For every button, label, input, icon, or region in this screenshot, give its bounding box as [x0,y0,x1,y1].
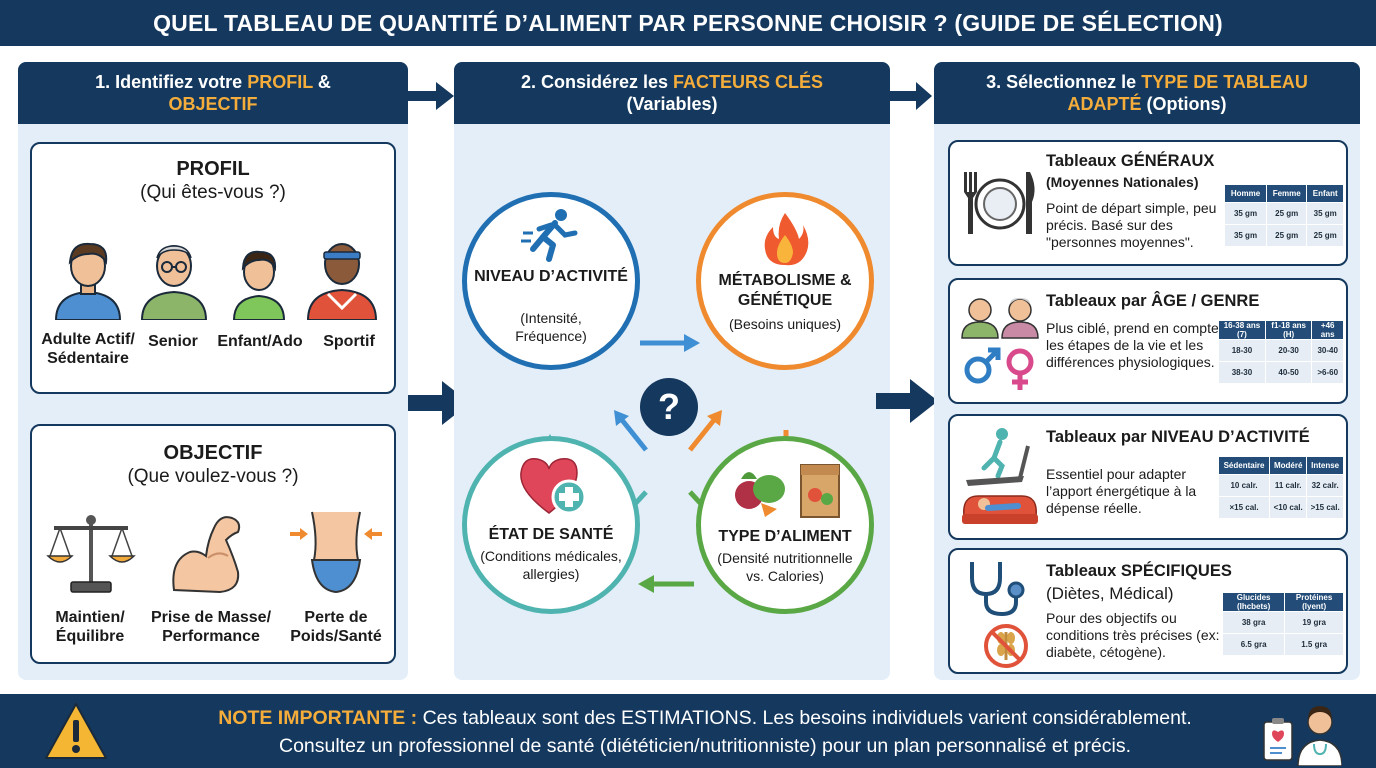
header-arrow-1-icon [408,82,454,110]
flexed-arm-icon [172,516,241,594]
column-3-header: 3. Sélectionnez le TYPE DE TABLEAU ADAPT… [934,62,1360,124]
stethoscope-no-gluten-icon [970,562,1028,668]
factor-metabolism: MÉTABOLISME & GÉNÉTIQUE (Besoins uniques… [696,192,874,370]
column-key-factors: 2. Considérez les FACTEURS CLÉS (Variabl… [454,62,890,680]
profile-subtitle: (Qui êtes-vous ?) [140,182,286,203]
objective-label-gain: Prise de Masse/ Performance [150,609,272,645]
warning-icon [45,703,107,759]
plate-cutlery-icon [964,172,1035,234]
column-table-types: 3. Sélectionnez le TYPE DE TABLEAU ADAPT… [934,62,1360,680]
important-note-bar: NOTE IMPORTANTE : Ces tableaux sont des … [0,694,1376,768]
option-2-title: Tableaux par ÂGE / GENRE [1046,292,1260,310]
option-4-sample-table: Glucides (Ihcbets)Protéines (lyent) 38 g… [1221,592,1344,656]
option-general-tables: Tableaux GÉNÉRAUX (Moyennes Nationales) … [948,140,1348,266]
profile-label-athlete: Sportif [323,333,375,350]
slim-waist-icon [290,511,382,594]
factor-metabolism-subtitle: (Besoins uniques) [728,316,842,332]
note-line-1: NOTE IMPORTANTE : Ces tableaux sont des … [218,707,1192,729]
option-4-title: Tableaux SPÉCIFIQUES [1046,562,1232,580]
profile-title: PROFIL [176,158,250,180]
option-3-title: Tableaux par NIVEAU D’ACTIVITÉ [1046,428,1310,446]
factor-food-type-title: TYPE D’ALIMENT [718,528,852,545]
treadmill-sofa-icon [962,428,1038,524]
option-1-title: Tableaux GÉNÉRAUX [1046,152,1215,170]
option-2-description: Plus ciblé, prend en compte les étapes d… [1046,320,1219,370]
header-arrow-2-icon [890,82,932,110]
option-age-gender-tables: Tableaux par ÂGE / GENRE Plus ciblé, pre… [948,278,1348,404]
option-1-subtitle: (Moyennes Nationales) [1046,174,1199,190]
elderly-couple-gender-icon [961,298,1039,390]
factor-food-type: TYPE D’ALIMENT (Densité nutritionnelle v… [696,436,874,614]
option-4-description: Pour des objectifs ou conditions très pr… [1046,610,1220,660]
option-4-subtitle: (Diètes, Médical) [1046,584,1174,603]
factor-activity: NIVEAU D’ACTIVITÉ (Intensité, Fréquence) [462,192,640,370]
option-1-description: Point de départ simple, peu précis. Basé… [1046,200,1217,250]
center-question-badge: ? [640,378,698,436]
profile-card: PROFIL (Qui êtes-vous ?) [30,142,396,394]
heart-cross-icon [520,458,587,515]
factor-activity-title: NIVEAU D’ACTIVITÉ [474,268,628,285]
profile-label-child: Enfant/Ado [217,333,303,350]
objective-label-maintain: Maintien/ Équilibre [55,609,125,645]
vegetables-bag-icon [735,464,840,518]
objective-subtitle: (Que voulez-vous ?) [127,466,299,487]
athlete-icon [306,243,378,320]
child-icon [232,250,286,320]
profile-label-senior: Senior [148,333,198,350]
note-label: NOTE IMPORTANTE : [218,707,418,729]
column-2-header: 2. Considérez les FACTEURS CLÉS (Variabl… [454,62,890,124]
option-specific-tables: Tableaux SPÉCIFIQUES (Diètes, Médical) P… [948,548,1348,674]
flow-arrow-2-icon [876,379,938,423]
adult-person-icon [54,242,122,320]
flame-icon [764,213,809,266]
option-activity-tables: Tableaux par NIVEAU D’ACTIVITÉ Essentiel… [948,414,1348,540]
factor-health-subtitle: (Conditions médicales, allergies) [480,548,622,582]
objective-title: OBJECTIF [163,442,263,464]
note-line-2: Consultez un professionnel de santé (dié… [278,735,1131,757]
senior-person-icon [140,245,208,320]
doctor-icon [1263,706,1342,766]
factor-health-title: ÉTAT DE SANTÉ [488,526,614,543]
factor-activity-subtitle: (Intensité, Fréquence) [515,310,587,344]
factor-health: ÉTAT DE SANTÉ (Conditions médicales, all… [462,436,640,614]
objective-card: OBJECTIF (Que voulez-vous ?) Mai [30,424,396,664]
balance-scale-icon [46,515,136,593]
option-3-description: Essentiel pour adapter l’apport énergéti… [1046,466,1197,516]
profile-label-adult: Adulte Actif/ Sédentaire [41,331,135,367]
column-1-header: 1. Identifiez votre PROFIL & OBJECTIF [18,62,408,124]
factor-metabolism-title: MÉTABOLISME & GÉNÉTIQUE [718,272,852,309]
objective-label-lose: Perte de Poids/Santé [290,609,382,645]
running-person-icon [521,209,578,262]
page-title: QUEL TABLEAU DE QUANTITÉ D’ALIMENT PAR P… [0,0,1376,46]
column-profile-objective: 1. Identifiez votre PROFIL & OBJECTIF PR… [18,62,408,680]
factor-food-type-subtitle: (Densité nutritionnelle vs. Calories) [717,550,853,584]
